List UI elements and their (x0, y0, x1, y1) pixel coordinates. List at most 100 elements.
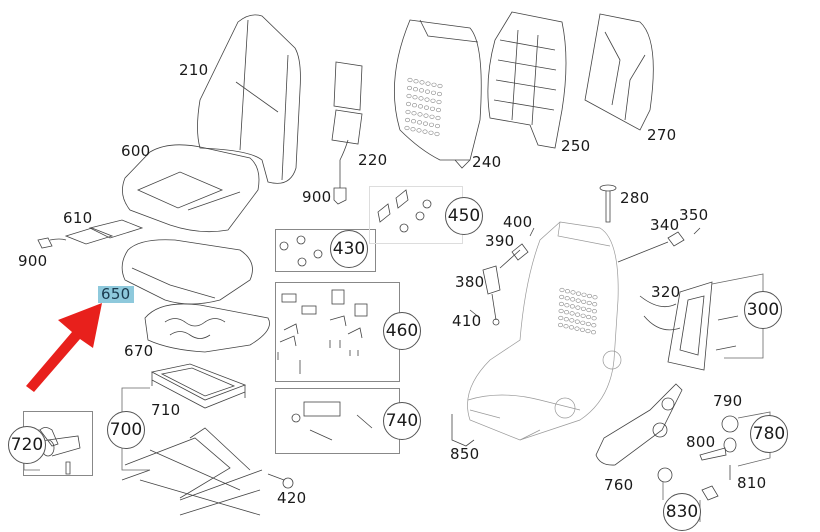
part-label-400[interactable]: 400 (503, 213, 533, 231)
perforation-dot (416, 120, 422, 125)
perforation-dot (437, 83, 443, 89)
perforation-dot (423, 105, 429, 110)
perforation-dot (419, 80, 425, 85)
part-circle-780[interactable]: 780 (750, 415, 788, 453)
perforation-dot (417, 112, 423, 117)
part-label-380[interactable]: 380 (455, 273, 485, 291)
part-label-900-top[interactable]: 900 (302, 188, 332, 206)
part-circle-740[interactable]: 740 (383, 402, 421, 440)
backrest-frame-250 (487, 11, 567, 149)
perforation-dot (424, 97, 430, 102)
perforation-dot (434, 131, 440, 137)
part-label-610[interactable]: 610 (63, 209, 93, 227)
part-label-250[interactable]: 250 (561, 137, 591, 155)
part-circle-430[interactable]: 430 (330, 230, 368, 268)
part-label-800[interactable]: 800 (686, 433, 716, 451)
perforation-dot (412, 87, 418, 92)
part-circle-720[interactable]: 720 (8, 426, 46, 464)
group-box-430 (275, 229, 376, 272)
perforation-dot (412, 95, 418, 100)
perforation-dot (418, 96, 424, 101)
bracket-850 (451, 414, 475, 447)
perforation-dot (404, 125, 410, 131)
part-circle-300[interactable]: 300 (744, 291, 782, 329)
part-label-670[interactable]: 670 (124, 342, 154, 360)
perforation-dot (418, 88, 424, 93)
perforation-dot (586, 293, 592, 299)
part-label-350[interactable]: 350 (679, 206, 709, 224)
part-label-600[interactable]: 600 (121, 142, 151, 160)
part-label-390[interactable]: 390 (485, 232, 515, 250)
perforation-dot (429, 106, 435, 111)
part-label-340[interactable]: 340 (650, 216, 680, 234)
bolt-400 (529, 227, 535, 237)
part-label-790[interactable]: 790 (713, 392, 743, 410)
part-circle-460[interactable]: 460 (383, 312, 421, 350)
headrest-guide-280 (599, 184, 617, 223)
back-panel-270 (584, 13, 654, 131)
bolt-420 (267, 473, 294, 489)
perforation-dot (581, 299, 587, 304)
perforation-dot (564, 296, 570, 301)
part-circle-450[interactable]: 450 (445, 197, 483, 235)
perforation-dot (406, 93, 412, 99)
perforation-dot (422, 121, 428, 126)
part-label-410[interactable]: 410 (452, 312, 482, 330)
fasteners-460 (277, 289, 368, 374)
perforation-dot (574, 326, 580, 331)
seat-rail-assembly-700 (121, 427, 263, 516)
perforation-dot (436, 99, 442, 105)
perforation-dot (430, 90, 436, 95)
perforation-dot (579, 327, 585, 332)
perforation-dot (430, 98, 436, 103)
perforation-dot (558, 308, 564, 314)
perforation-dot (563, 317, 569, 322)
part-label-210[interactable]: 210 (179, 61, 209, 79)
perforation-dot (569, 318, 575, 323)
seat-back-cover-210 (197, 14, 301, 184)
perforation-dot (575, 312, 581, 317)
perforation-dot (428, 122, 434, 127)
part-label-220[interactable]: 220 (358, 151, 388, 169)
part-label-650-highlighted[interactable]: 650 (98, 286, 134, 303)
group-box-740 (275, 388, 400, 454)
part-label-710[interactable]: 710 (151, 401, 181, 419)
backrest-foam-240 (393, 19, 482, 169)
part-label-760[interactable]: 760 (604, 476, 634, 494)
side-panel-300 (667, 281, 739, 371)
part-label-850[interactable]: 850 (450, 445, 480, 463)
perforation-dot (570, 290, 576, 295)
bracket-390 (511, 243, 529, 261)
perforation-dot (592, 295, 598, 300)
part-circle-700[interactable]: 700 (107, 411, 145, 449)
part-label-240[interactable]: 240 (472, 153, 502, 171)
perforation-dot (564, 303, 570, 308)
perforation-dot (417, 104, 423, 109)
perforations (404, 77, 598, 335)
perforation-dot (580, 320, 586, 325)
perforation-dot (436, 91, 442, 97)
cable-320b (643, 315, 681, 331)
part-label-420[interactable]: 420 (277, 489, 307, 507)
perforation-dot (405, 101, 411, 107)
part-label-900-left[interactable]: 900 (18, 252, 48, 270)
part-label-270[interactable]: 270 (647, 126, 677, 144)
perforation-dot (574, 319, 580, 324)
part-label-280[interactable]: 280 (620, 189, 650, 207)
perforation-dot (590, 330, 596, 335)
assembled-seat (467, 221, 622, 441)
perforation-dot (591, 316, 597, 321)
part-label-810[interactable]: 810 (737, 474, 767, 492)
perforation-dot (410, 119, 416, 124)
perforation-dot (559, 294, 565, 300)
perforation-dot (559, 287, 565, 293)
lever-720 (39, 427, 81, 475)
fasteners-430 (279, 235, 323, 267)
group-box-460 (275, 282, 400, 382)
perforation-dot (425, 81, 431, 86)
part-circle-830[interactable]: 830 (663, 493, 701, 531)
connector-900 (333, 187, 347, 205)
perforation-dot (435, 107, 441, 113)
part-label-320[interactable]: 320 (651, 283, 681, 301)
